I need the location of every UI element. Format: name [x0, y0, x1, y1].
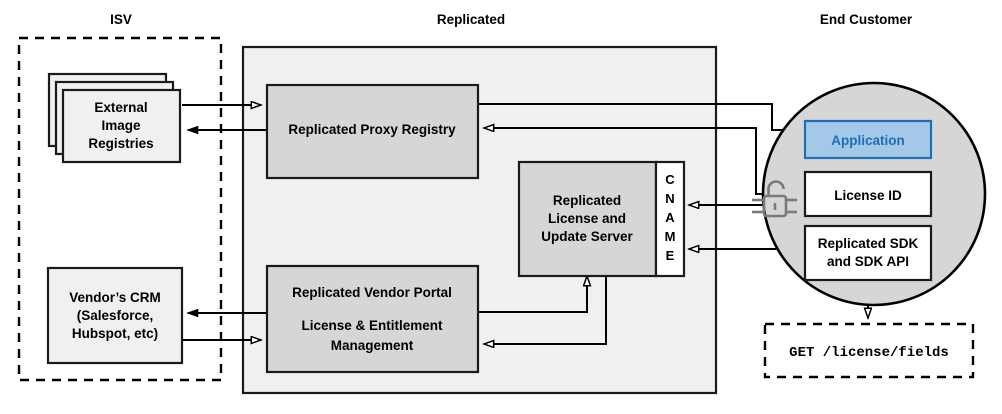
api-request-container: [763, 322, 975, 379]
zone-label-replicated: Replicated: [437, 12, 505, 27]
cname-letter-1: C: [665, 172, 675, 187]
external-image-registries-box[interactable]: External Image Registries: [47, 72, 182, 164]
license-update-server-line-1: Replicated: [553, 193, 621, 208]
vendors-crm-line-3: Hubspot, etc): [72, 326, 158, 341]
vendors-crm-line-2: (Salesforce,: [77, 308, 154, 323]
isv-zone-container: [17, 36, 223, 382]
vendor-portal-line-3: Management: [331, 338, 414, 353]
vendors-crm-box[interactable]: Vendor’s CRM (Salesforce, Hubspot, etc): [46, 266, 184, 365]
application-label: Application: [831, 133, 905, 148]
cname-letter-5: E: [666, 248, 675, 263]
replicated-sdk-line-2: and SDK API: [827, 254, 909, 269]
license-id-label: License ID: [834, 188, 902, 203]
external-image-registries-line-3: Registries: [88, 136, 153, 151]
replicated-sdk-line-1: Replicated SDK: [818, 236, 919, 251]
replicated-sdk-box[interactable]: Replicated SDK and SDK API: [803, 224, 933, 282]
license-update-server-rect: [517, 160, 658, 278]
application-box[interactable]: Application: [803, 119, 933, 160]
external-image-registries-line-1: External: [94, 100, 147, 115]
cname-rect: [654, 160, 686, 278]
connector-vendor-portal-to-license-server: [478, 276, 587, 313]
license-update-server-line-2: License and: [548, 211, 626, 226]
replicated-proxy-registry-label: Replicated Proxy Registry: [288, 122, 456, 137]
replicated-sdk-rect: [803, 224, 933, 282]
replicated-proxy-registry-rect: [265, 83, 480, 180]
application-rect: [803, 119, 933, 160]
cname-letter-4: M: [665, 229, 676, 244]
api-request-label: GET /license/fields: [789, 345, 949, 361]
cname-box[interactable]: C N A M E: [654, 160, 686, 278]
connector-license-server-to-vendor-portal: [484, 276, 607, 344]
cname-letter-2: N: [665, 191, 674, 206]
registry-stack-front: [61, 88, 182, 164]
external-image-registries-line-2: Image: [101, 118, 141, 133]
zone-label-isv: ISV: [110, 12, 132, 27]
replicated-license-update-server-box[interactable]: Replicated License and Update Server: [517, 160, 658, 278]
vendor-portal-line-2: License & Entitlement: [301, 318, 443, 333]
vendors-crm-line-1: Vendor’s CRM: [69, 290, 161, 305]
vendors-crm-rect: [46, 266, 184, 365]
cname-letter-3: A: [665, 210, 675, 225]
unlocked-padlock-icon: [752, 180, 797, 218]
license-id-box[interactable]: License ID: [803, 170, 933, 218]
api-request-box[interactable]: GET /license/fields: [763, 322, 975, 379]
zone-label-end-customer: End Customer: [820, 12, 913, 27]
vendor-portal-line-1: Replicated Vendor Portal: [292, 285, 452, 300]
connector-customer-to-proxy: [484, 128, 762, 195]
replicated-proxy-registry-box[interactable]: Replicated Proxy Registry: [265, 83, 480, 180]
license-update-server-line-3: Update Server: [541, 229, 633, 244]
license-id-rect: [803, 170, 933, 218]
replicated-vendor-portal-box[interactable]: Replicated Vendor Portal License & Entit…: [265, 264, 480, 374]
vendor-portal-rect: [265, 264, 480, 374]
